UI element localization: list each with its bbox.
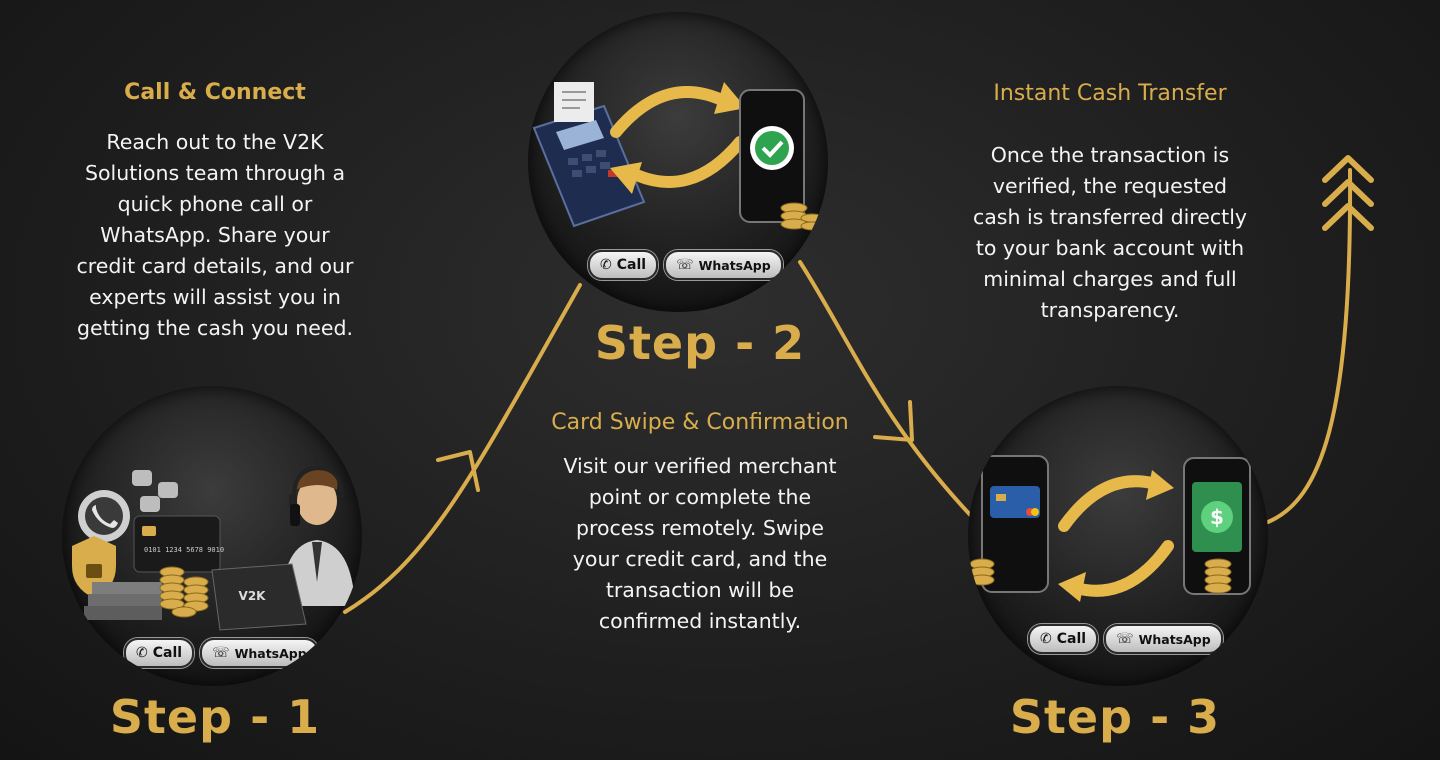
pos-terminal — [534, 82, 644, 226]
step-3-illustration: $ ✆ Call ☏ WhatsApp — [968, 386, 1268, 686]
whatsapp-button[interactable]: ☏ WhatsApp — [1104, 624, 1223, 654]
step-2-description: Visit our verified merchant point or com… — [525, 451, 875, 637]
step-3-label: Step - 3 — [980, 690, 1250, 744]
svg-text:V2K: V2K — [239, 589, 267, 603]
coin-stack — [781, 203, 823, 230]
whatsapp-button[interactable]: ☏ WhatsApp — [664, 250, 783, 280]
smartphone — [740, 90, 804, 222]
credit-card: 0101 1234 5678 9010 — [134, 516, 224, 572]
whatsapp-button[interactable]: ☏ WhatsApp — [200, 638, 319, 668]
cash-stack — [84, 582, 162, 620]
step-2-illustration: ✆ Call ☏ WhatsApp — [528, 12, 828, 312]
chat-bubbles — [132, 470, 178, 512]
phone-icon: ✆ — [1040, 632, 1052, 646]
whatsapp-icon: ☏ — [212, 646, 230, 660]
coin-stacks — [160, 567, 208, 617]
call-button[interactable]: ✆ Call — [588, 250, 658, 280]
arrow-head-1 — [438, 452, 478, 490]
step-3-description: Once the transaction is verified, the re… — [935, 140, 1285, 326]
step-1-heading: Call & Connect — [60, 80, 370, 105]
whatsapp-icon — [78, 490, 130, 542]
arrow-icon — [1064, 481, 1168, 591]
phone-icon: ✆ — [136, 646, 148, 660]
whatsapp-icon: ☏ — [676, 258, 694, 272]
svg-text:0101 1234 5678 9010: 0101 1234 5678 9010 — [144, 546, 224, 554]
step-1-illustration: 0101 1234 5678 9010 — [62, 386, 362, 686]
call-button[interactable]: ✆ Call — [124, 638, 194, 668]
step-1-label: Step - 1 — [80, 690, 350, 744]
svg-text:$: $ — [1210, 505, 1224, 529]
step-3-heading: Instant Cash Transfer — [960, 81, 1260, 106]
phone-icon: ✆ — [600, 258, 612, 272]
step-1-description: Reach out to the V2K Solutions team thro… — [40, 127, 390, 344]
laptop: V2K — [212, 564, 306, 630]
step-2-heading: Card Swipe & Confirmation — [540, 410, 860, 435]
step-2-label: Step - 2 — [565, 316, 835, 370]
call-button[interactable]: ✆ Call — [1028, 624, 1098, 654]
whatsapp-icon: ☏ — [1116, 632, 1134, 646]
